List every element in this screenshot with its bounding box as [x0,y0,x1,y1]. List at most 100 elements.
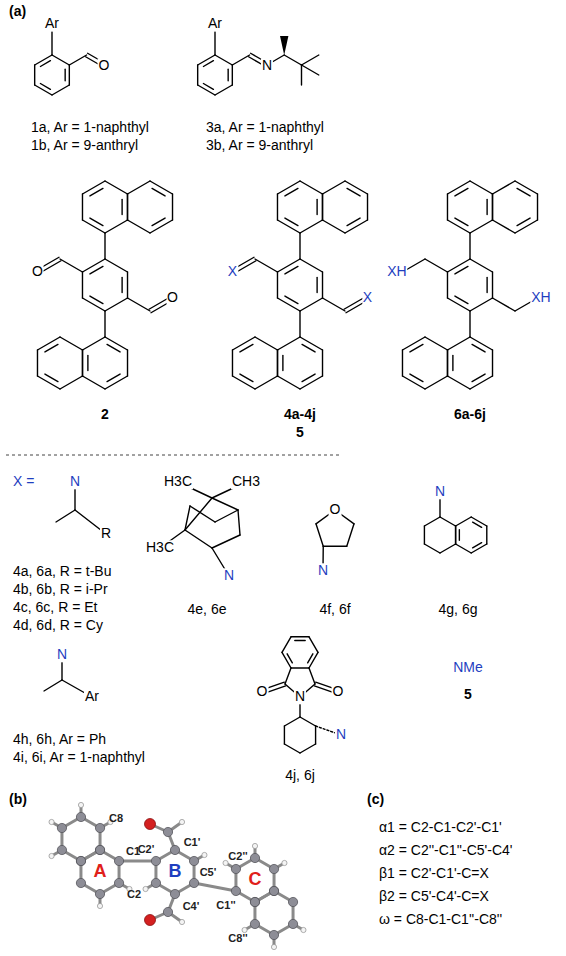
bond-line [424,517,440,526]
hydrogen-atom [202,852,207,857]
bond-line [402,350,403,376]
bond-line [447,220,470,233]
compound-label: 4g, 6g [438,602,479,617]
bond-line [410,374,423,382]
bond-line [447,181,470,194]
bond-line [300,298,323,311]
bond-line [291,667,309,668]
bond-line [105,337,128,350]
bond-line [447,272,448,298]
bond-line [232,337,255,350]
bond-line [127,194,128,220]
bond-line [60,337,83,350]
bond-line [203,61,213,67]
bond-line [56,510,75,522]
carbon-atom [269,930,278,939]
carbon-atom [76,856,85,865]
bond-line [104,233,105,259]
bond-line [309,652,318,668]
carbon-atom [189,878,198,887]
bond-line [455,188,468,196]
bond-line [215,510,238,522]
bond-line [285,668,291,684]
compound-number: 4a-4j [283,407,317,422]
bond-line [471,544,487,553]
oxygen-atom [145,819,156,830]
bond-line [300,181,323,194]
atom-label: C1'' [215,899,236,911]
angle-definition: β2 = C5'-C4'-C=X [378,889,490,904]
bond-line [90,218,103,226]
bond-line [105,181,128,194]
carbon-atom [250,853,259,862]
atom-label: C8 [108,812,124,824]
substituent-label: X = [12,474,35,489]
atom-label: CH3 [231,474,261,489]
carbon-atom [151,878,160,887]
bond-line [127,350,128,376]
bond-line [447,376,470,389]
bond-line [447,350,448,376]
angle-definition: β1 = C2'-C1'-C=X [378,866,490,881]
bond-line [90,296,103,304]
carbon-atom [250,897,259,906]
bond-line [194,883,236,891]
compound-label: 4c, 6c, R = Et [12,600,98,615]
bond-line [425,259,447,272]
bond-line [347,218,360,226]
hydrogen-atom [301,927,306,932]
panel-label: (a) [8,4,27,19]
bond-line [107,374,120,382]
bond-line [424,544,440,553]
atom-label: N [434,484,446,499]
atom-label: H3C [145,540,175,555]
bond-line [347,524,354,546]
bond-line [285,218,298,226]
hydrogen-atom [78,802,83,807]
hydrogen-atom [179,919,184,924]
atom-label: C4' [182,900,201,912]
bond-line [128,298,150,311]
bond-line [152,218,165,226]
carbon-atom [76,812,85,821]
bond-line [302,65,319,75]
carbon-atom [170,845,179,854]
atom-label: O [332,684,345,699]
bond-line [277,259,300,272]
bond-line [300,744,316,753]
bond-line [300,337,323,350]
carbon-atom [95,845,104,854]
bond-line [105,376,128,389]
bond-line [127,194,128,220]
bond-line [486,277,487,292]
bond-line [440,517,456,526]
bond-line [82,376,105,389]
bond-line [37,376,60,389]
bond-line [198,55,215,65]
bond-line [470,259,493,272]
bond-line [447,194,448,220]
bond-line [316,524,323,546]
bond-line [82,181,105,194]
bond-line [492,181,515,194]
atom-label: C1' [183,836,202,848]
bond-line [316,277,317,292]
bond-line [119,860,156,863]
bond-line [316,199,317,214]
bond-line [198,85,215,95]
carbon-atom [95,845,104,854]
atom-label: Ar [207,16,223,31]
bond-line [82,350,83,376]
bond-line [37,350,38,376]
ring-label: B [168,862,183,882]
carbon-atom [288,897,297,906]
bond-line [215,55,232,65]
bond-line [277,350,278,376]
bond-line [285,188,298,196]
bond-line [300,717,316,726]
bond-line [367,194,368,220]
bond-line [52,85,69,95]
bond-line [473,522,482,527]
atom-label: O [329,502,342,517]
bond-line [492,272,493,298]
